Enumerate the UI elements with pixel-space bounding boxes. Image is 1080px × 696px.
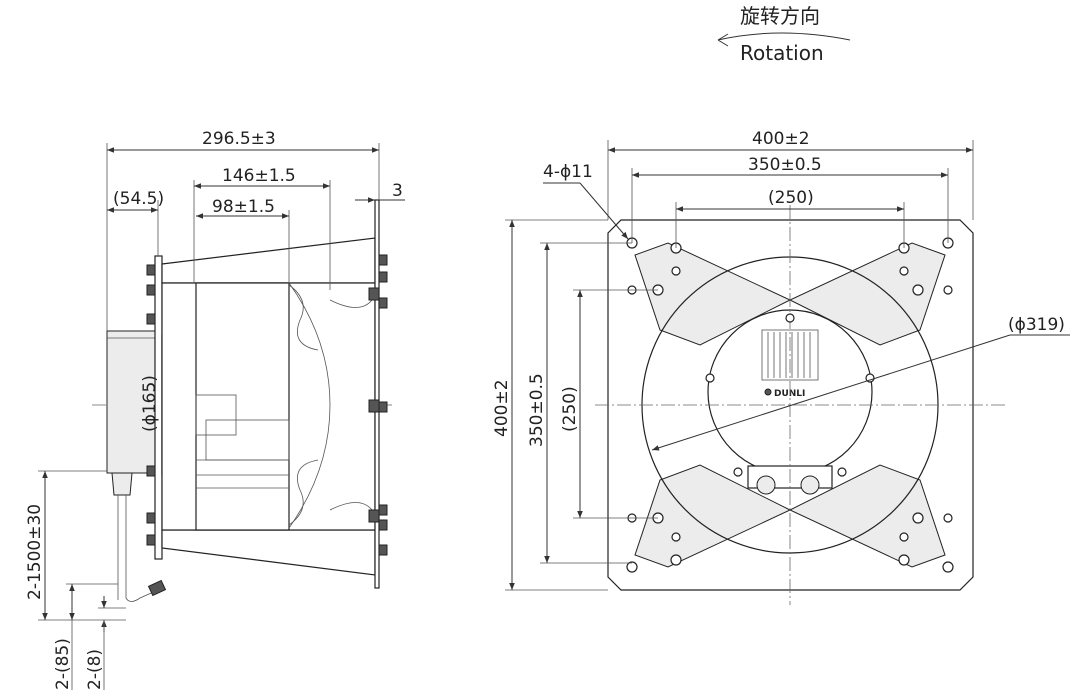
dim-inner-spacing: (250) [768, 188, 814, 208]
cooling-fins [761, 329, 819, 381]
bracket-bottom-right [788, 464, 946, 568]
dim-wire-strip: 2-(85) [53, 638, 73, 690]
dim-plate-width: 400±2 [752, 129, 810, 149]
rotation-arrow-icon [717, 32, 851, 41]
rotation-label-cn: 旋转方向 [740, 4, 820, 28]
dim-overall-length: 296.5±3 [202, 129, 276, 149]
side-view: 296.5±3 146±1.5 98±1.5 (54.5) 3 (ϕ165) 2… [25, 129, 405, 690]
logo-icon [764, 388, 772, 396]
dim-impeller-diameter: (ϕ319) [1008, 315, 1065, 335]
dim-hole-spacing-v: 350±0.5 [527, 373, 547, 447]
dim-mount-holes: 4-ϕ11 [543, 162, 593, 182]
terminal-box [106, 330, 158, 474]
gland-right [800, 475, 820, 495]
cable [117, 495, 159, 602]
dim-hub-diameter: (ϕ165) [140, 375, 160, 432]
bracket-bottom-left [634, 464, 792, 568]
rotation-label-en: Rotation [740, 41, 824, 65]
dim-wire-end: 2-(8) [85, 649, 105, 690]
dim-impeller-length: 98±1.5 [212, 197, 275, 217]
dim-plate-thickness: 3 [392, 181, 403, 201]
gland-left [756, 475, 776, 495]
dim-inner-spacing-v: (250) [560, 386, 580, 432]
dim-box-offset: (54.5) [113, 189, 164, 209]
cable-gland [111, 472, 133, 496]
dim-hole-spacing: 350±0.5 [748, 155, 822, 175]
rotation-indicator: 旋转方向 Rotation [717, 4, 851, 65]
dim-plate-height: 400±2 [492, 379, 512, 437]
dim-cable-length: 2-1500±30 [25, 504, 45, 600]
mounting-plate [374, 199, 380, 589]
bolt-icons [146, 254, 388, 556]
dim-inlet-length: 146±1.5 [222, 166, 296, 186]
front-view: DUNLI [492, 129, 1070, 605]
